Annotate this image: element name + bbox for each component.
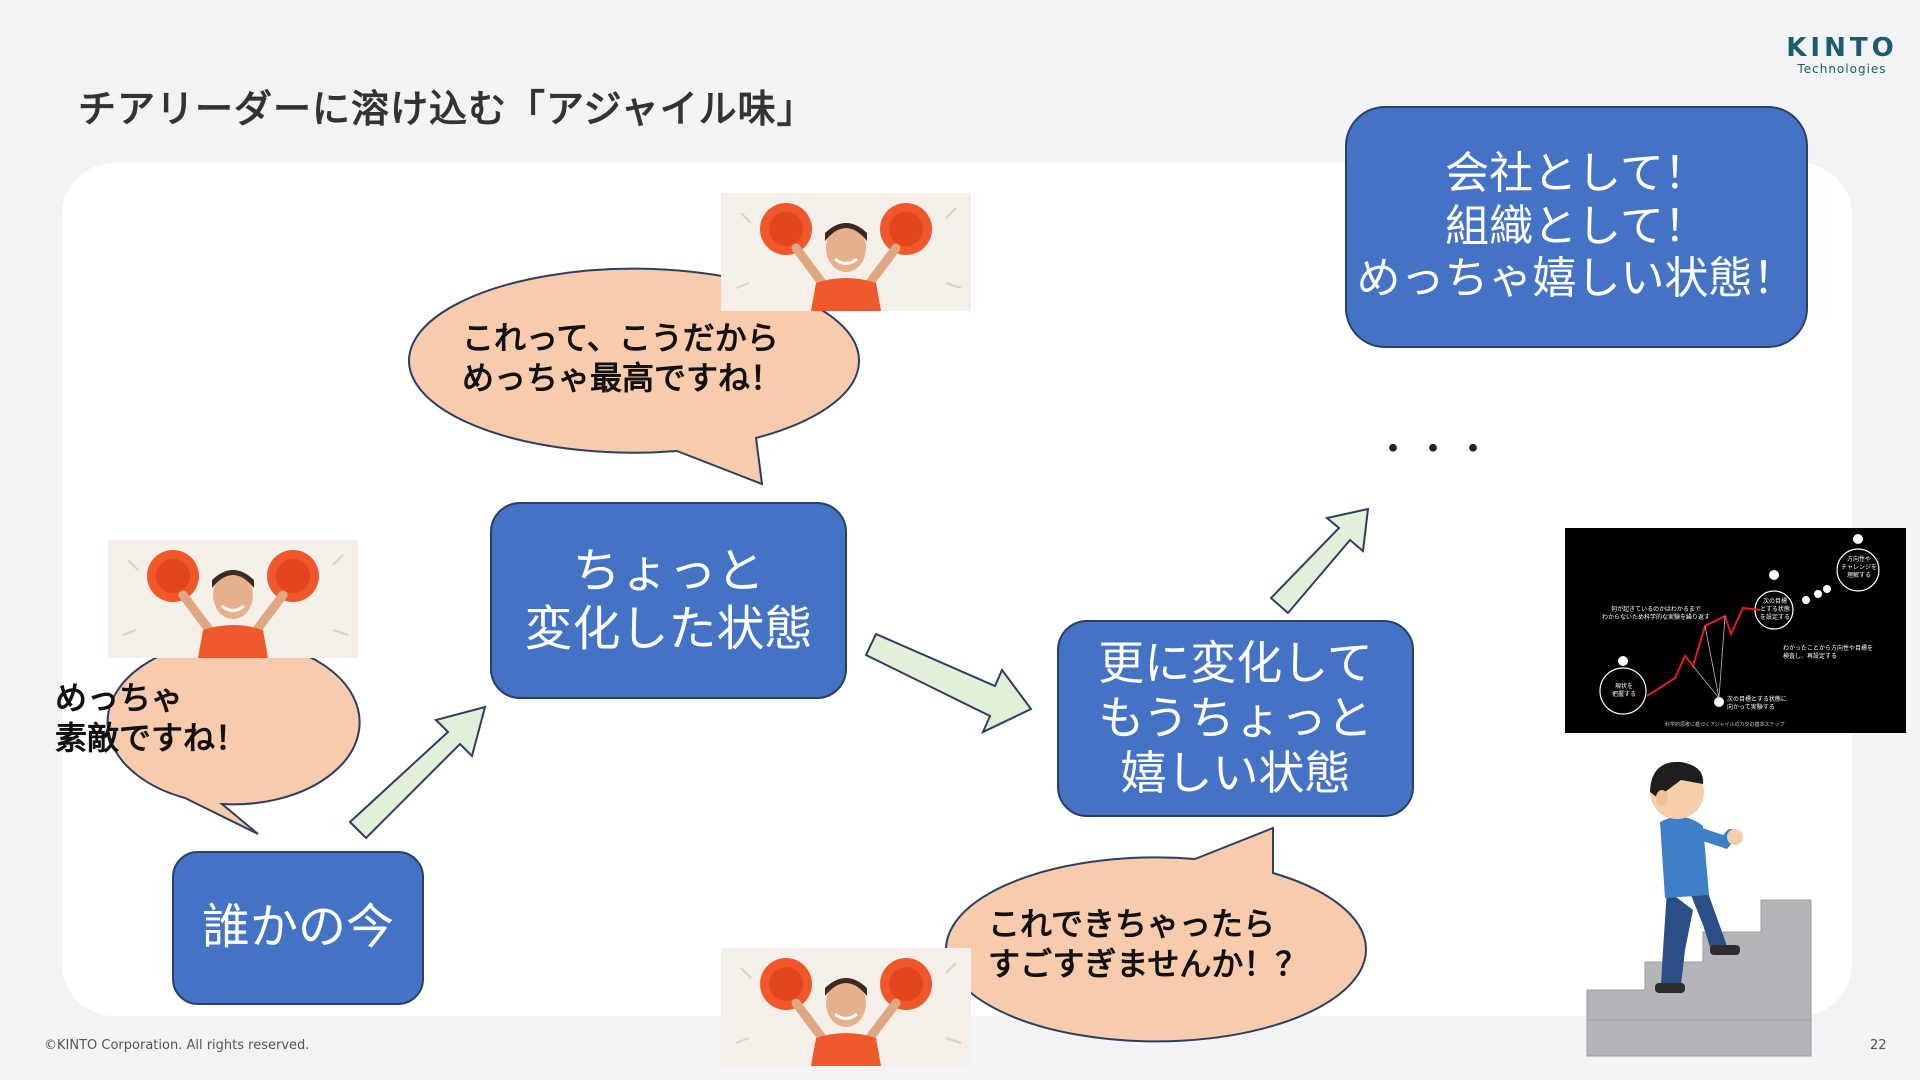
kata-step-1: 方向性や チャレンジを 理解する <box>1840 556 1878 580</box>
bubble-bottom-text: これできちゃったら すごすぎませんか！？ <box>988 904 1307 984</box>
person-climbing-stairs-illustration <box>1585 740 1825 1060</box>
kata-note-left: 何が起きているのかはわかるまで わからないため科学的な実験を繰り返す <box>1581 606 1731 622</box>
kata-step-3: 次の目標 とする状態 を設定する <box>1757 598 1793 622</box>
kata-note-right: わかったことから方向性や目標を 検査し、再設定する <box>1783 645 1903 661</box>
kata-step-2: 現状を 把握する <box>1605 683 1643 699</box>
page-number: 22 <box>1870 1038 1887 1053</box>
kata-diagram-thumbnail: 方向性や チャレンジを 理解する 次の目標 とする状態 を設定する 現状を 把握… <box>1565 528 1906 733</box>
bubble-left-text: めっちゃ 素敵ですね！ <box>55 678 247 758</box>
copyright-footer: ©KINTO Corporation. All rights reserved. <box>44 1038 309 1053</box>
cheerleader-illustration-left <box>108 540 358 658</box>
cheerleader-illustration-bottom <box>721 948 971 1066</box>
kata-caption: 科学的思考に基づくアジャイルのカタの基本ステップ <box>1665 721 1865 728</box>
kata-step-4: 次の目標とする状態に 向かって実験する <box>1727 696 1817 712</box>
bubble-top-text: これって、こうだから めっちゃ最高ですね！ <box>462 318 782 398</box>
cheerleader-illustration-top <box>721 193 971 311</box>
